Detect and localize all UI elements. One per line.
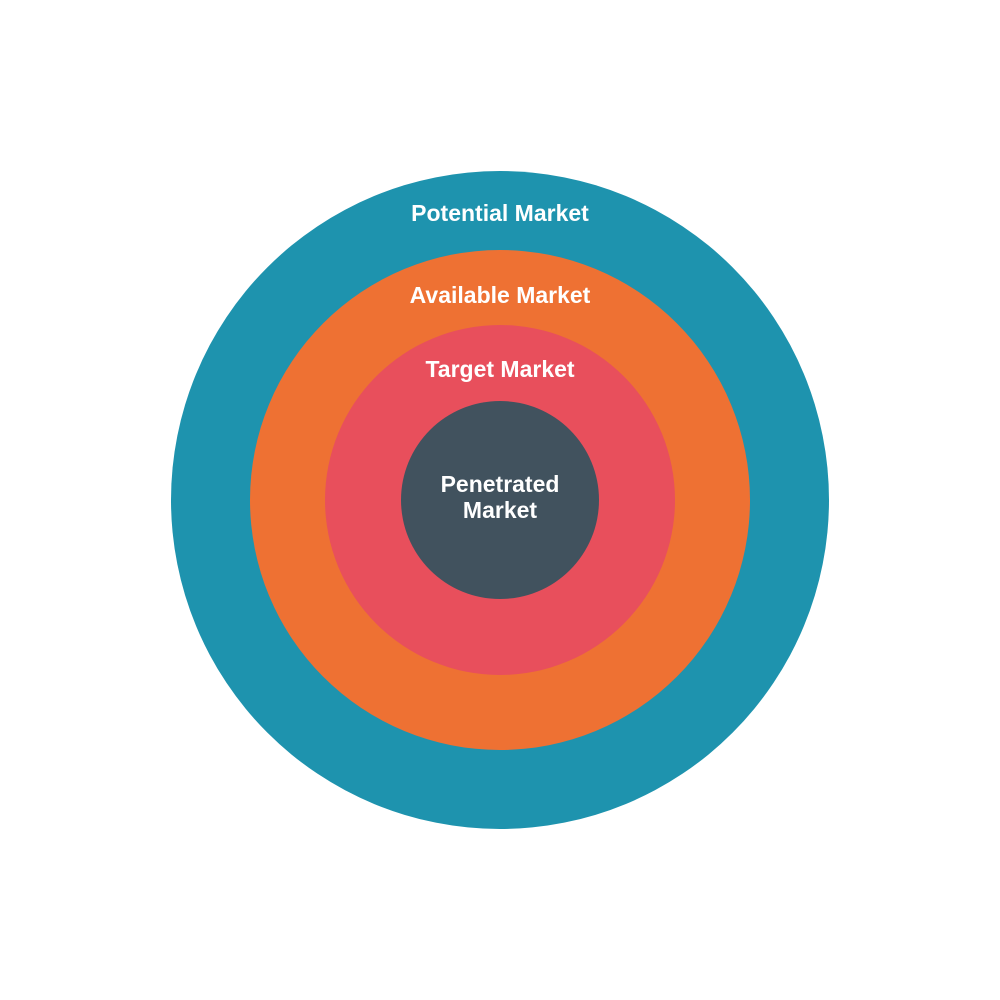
ring-penetrated-market [401, 401, 599, 599]
ring-label-target-market: Target Market [425, 356, 575, 382]
ring-label-available-market: Available Market [409, 282, 591, 308]
ring-label-potential-market: Potential Market [411, 200, 589, 226]
ring-label-penetrated-market: Penetrated Market [440, 471, 560, 523]
